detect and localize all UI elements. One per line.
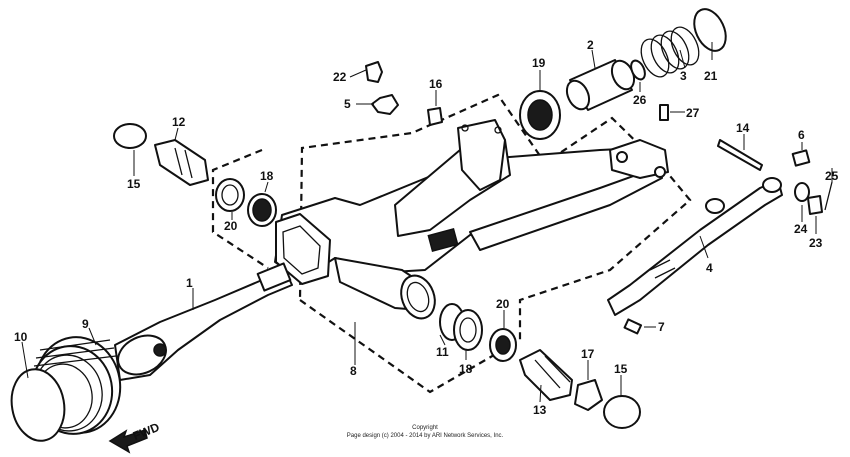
callout-3: 3 [680,69,687,83]
copyright-line-1: Copyright [412,425,438,431]
small-hardware-top [365,61,443,126]
callout-7: 7 [658,320,665,334]
left-bearings [215,178,277,227]
leader-lines [21,42,833,403]
boot-assembly [10,336,122,442]
callout-6: 6 [798,128,805,142]
drive-shaft [114,262,293,381]
callout-14: 14 [736,121,750,135]
torque-link [607,139,833,335]
fwd-arrow: FWD [108,420,162,454]
callout-11: 11 [436,345,449,359]
callout-24: 24 [794,222,808,236]
copyright-line-2: Page design (c) 2004 - 2014 by ARI Netwo… [347,433,504,439]
callout-21: 21 [704,69,718,83]
callout-4: 4 [706,261,713,275]
spring [640,26,700,78]
callout-13: 13 [533,403,547,417]
callout-17: 17 [581,347,595,361]
callouts: 1 2 3 4 5 6 7 8 9 10 11 12 13 14 15 15 1… [14,38,839,417]
fwd-label: FWD [131,420,162,443]
pivot-bolt-left [113,123,209,186]
callout-26: 26 [633,93,647,107]
callout-23: 23 [809,236,823,250]
swing-arm [274,119,669,320]
callout-20-left: 20 [224,219,238,233]
callout-15-right: 15 [614,362,628,376]
callout-22: 22 [333,70,347,84]
callout-19: 19 [532,56,546,70]
callout-2: 2 [587,38,594,52]
bottom-bearings [439,303,517,362]
callout-9: 9 [82,317,89,331]
callout-15-left: 15 [127,177,141,191]
callout-8: 8 [350,364,357,378]
callout-27: 27 [686,106,700,120]
copyright: Copyright Page design (c) 2004 - 2014 by… [347,425,504,439]
callout-18-left: 18 [260,169,274,183]
callout-16: 16 [429,77,443,91]
callout-18-right: 18 [459,362,473,376]
callout-5: 5 [344,97,351,111]
callout-10: 10 [14,330,28,344]
callout-25: 25 [825,169,839,183]
pivot-bolt-right [519,349,641,429]
callout-12: 12 [172,115,186,129]
callout-1: 1 [186,276,193,290]
shock-parts [519,8,727,140]
callout-20-right: 20 [496,297,510,311]
